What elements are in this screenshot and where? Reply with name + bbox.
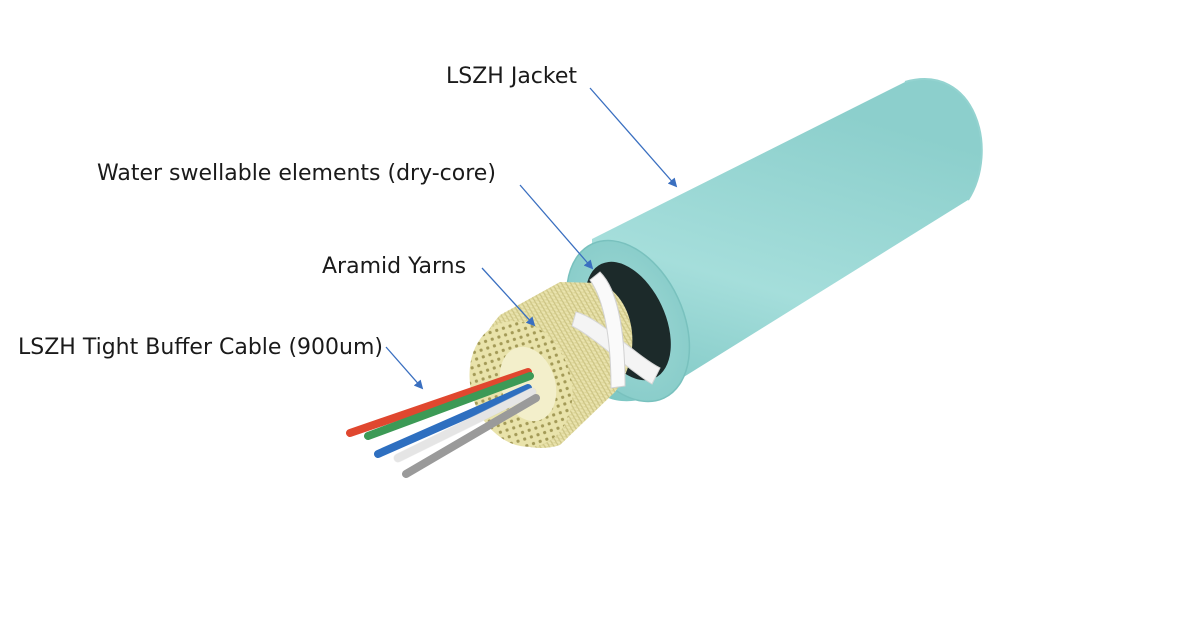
jacket-label: LSZH Jacket [446,64,578,89]
tight-buffer-fibers [346,368,540,478]
fiber-white-outline [393,387,537,463]
water-swellable-elements [571,271,661,389]
jacket-leader-arrow [589,87,678,188]
tight-buffer-label: LSZH Tight Buffer Cable (900um) [18,335,383,360]
leader-arrows [385,87,678,390]
tight-buffer-leader-arrow [385,346,424,390]
water-swellable-label: Water swellable elements (dry-core) [97,161,496,186]
fiber-white [394,388,536,462]
water-swellable-leader-arrow [519,184,594,270]
fiber-grey [402,394,540,478]
aramid-yarns-label: Aramid Yarns [322,254,467,279]
aramid-leader-arrow [481,267,536,327]
fiber-blue [374,384,532,458]
fiber-red [346,368,532,437]
fiber-green [364,372,534,440]
